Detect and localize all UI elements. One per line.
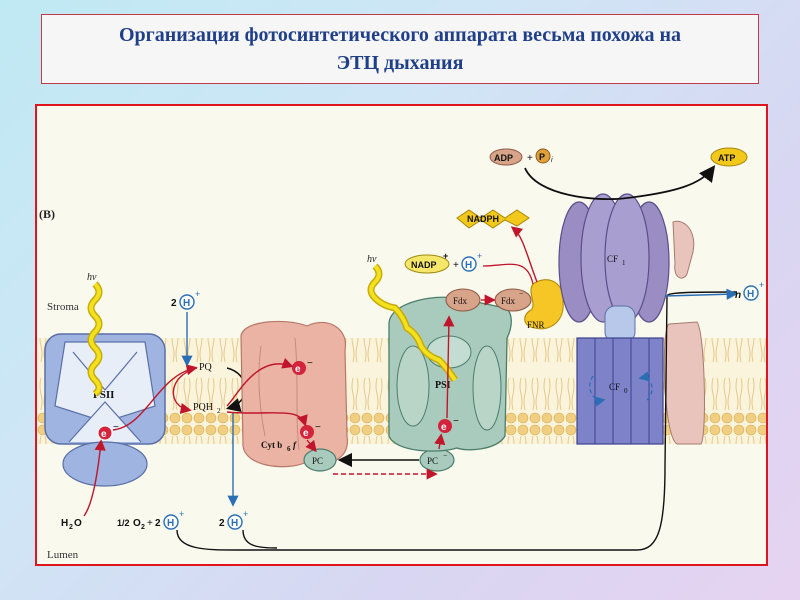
svg-text:H: H [61, 518, 68, 529]
svg-text:0: 0 [624, 387, 628, 395]
water-splitting: H 2 O 1/2 O 2 + 2 H + [61, 439, 184, 531]
svg-text:+: + [759, 280, 764, 290]
svg-text:+: + [527, 153, 533, 164]
nadp-label: NADP [411, 260, 437, 270]
svg-text:e: e [303, 428, 309, 439]
electron-psi: e − [438, 416, 459, 433]
svg-text:e: e [295, 364, 301, 375]
svg-text:2: 2 [171, 298, 177, 309]
cytochrome-b6f-complex: Cyt b 6 f [240, 320, 348, 468]
ferredoxin: Fdx Fdx − [445, 288, 532, 312]
nadph-label: NADPH [467, 214, 499, 224]
svg-text:+: + [243, 509, 248, 519]
svg-text:f: f [293, 440, 297, 450]
svg-text:H: H [167, 518, 174, 529]
svg-text:2: 2 [219, 518, 225, 529]
pi-label: P [539, 152, 545, 162]
svg-text:O: O [133, 518, 141, 529]
svg-text:+: + [179, 509, 184, 519]
svg-text:−: − [113, 422, 119, 433]
hv-symbol: hν [87, 272, 97, 283]
fnr-enzyme: FNR [524, 279, 564, 330]
svg-text:2: 2 [69, 524, 73, 531]
svg-text:+: + [477, 251, 482, 261]
svg-text:2: 2 [141, 524, 145, 531]
svg-text:2: 2 [217, 407, 221, 415]
nadp-reaction: NADP + + H + NADPH [404, 209, 538, 285]
atp-synthase-cf0: CF 0 [576, 321, 705, 445]
pqh2-label: PQH [193, 402, 213, 413]
svg-text:H: H [465, 260, 472, 271]
atp-synthase-cf1: CF 1 [558, 193, 695, 343]
svg-text:+: + [195, 289, 200, 299]
atp-label: ATP [718, 153, 735, 163]
proton-flow: n H + [176, 280, 764, 551]
cf0-label: CF [609, 382, 620, 392]
psii-complex: PSII [44, 333, 166, 487]
svg-text:2: 2 [155, 518, 161, 529]
svg-text:H: H [747, 289, 754, 300]
atp-reaction: ADP + P i ATP [489, 147, 748, 201]
cf1-label: CF [607, 254, 618, 264]
electron-cyt-top: e − [292, 358, 313, 375]
fnr-label: FNR [527, 320, 545, 330]
svg-text:H: H [231, 518, 238, 529]
pc-minus-label: PC [427, 456, 438, 466]
svg-text:6: 6 [287, 445, 291, 453]
svg-text:1/2: 1/2 [117, 518, 130, 528]
cyt-label: Cyt b [261, 440, 282, 450]
slide-title-line1: Организация фотосинтетического аппарата … [118, 24, 682, 46]
svg-text:−: − [315, 422, 321, 433]
svg-text:O: O [74, 518, 82, 529]
light-psii: hν [87, 272, 103, 397]
fdx-label: Fdx [453, 296, 468, 306]
svg-text:+: + [453, 260, 459, 271]
stroma-label: Stroma [47, 301, 79, 313]
psi-label: PSI [435, 380, 451, 391]
svg-text:−: − [453, 416, 459, 427]
svg-text:+: + [147, 518, 153, 529]
pc-label: PC [312, 456, 323, 466]
lumen-label: Lumen [47, 549, 79, 561]
svg-text:e: e [101, 429, 107, 440]
svg-text:−: − [307, 358, 313, 369]
fdx-minus-label: Fdx [501, 296, 516, 306]
light-psi: hν [367, 254, 458, 382]
svg-text:e: e [441, 422, 447, 433]
plastocyanin: PC PC − [303, 439, 455, 480]
svg-text:i: i [551, 157, 553, 164]
slide-title-line2: ЭТЦ дыхания [336, 52, 464, 74]
svg-text:−: − [443, 451, 448, 460]
svg-text:+: + [443, 251, 448, 261]
electron-cyt-bottom: e − [300, 422, 321, 439]
title-box: Организация фотосинтетического аппарата … [41, 14, 759, 84]
thylakoid-diagram: (B) Stroma Lumen PSII hν e − H 2 O 1/2 O… [37, 147, 766, 561]
svg-text:H: H [183, 298, 190, 309]
photosynthesis-figure: (B) Stroma Lumen PSII hν e − H 2 O 1/2 O… [35, 104, 768, 566]
svg-text:1: 1 [622, 259, 626, 267]
hv-symbol-psi: hν [367, 254, 377, 265]
pq-label: PQ [199, 362, 213, 373]
svg-text:−: − [519, 289, 524, 298]
adp-label: ADP [494, 153, 513, 163]
panel-label: (B) [39, 207, 55, 221]
svg-text:n: n [735, 290, 741, 301]
